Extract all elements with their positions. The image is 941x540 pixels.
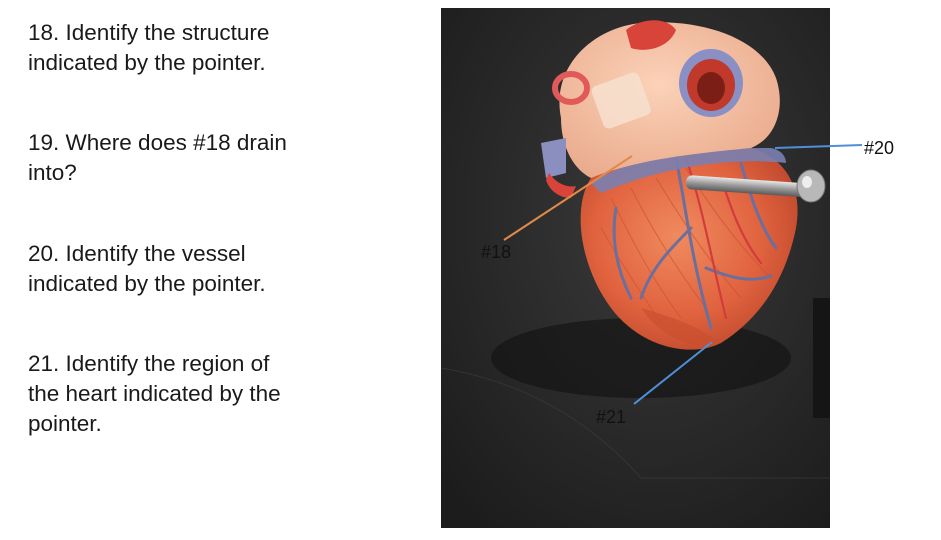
question-19-line-1: 19. Where does #18 drain bbox=[28, 130, 287, 155]
metal-pointer-rod bbox=[685, 169, 826, 203]
question-21-line-3: pointer. bbox=[28, 411, 102, 436]
question-19: 19. Where does #18 drain into? bbox=[28, 128, 348, 188]
coronary-sinus-band bbox=[591, 148, 786, 193]
question-19-line-2: into? bbox=[28, 160, 77, 185]
heart-model-photo bbox=[441, 8, 830, 528]
label-21: #21 bbox=[596, 407, 627, 427]
question-18: 18. Identify the structure indicated by … bbox=[28, 18, 348, 78]
question-20-line-1: 20. Identify the vessel bbox=[28, 241, 246, 266]
question-20: 20. Identify the vessel indicated by the… bbox=[28, 239, 348, 299]
question-21-line-2: the heart indicated by the bbox=[28, 381, 281, 406]
question-18-line-1: 18. Identify the structure bbox=[28, 20, 270, 45]
label-20: #20 bbox=[864, 138, 895, 158]
question-20-line-2: indicated by the pointer. bbox=[28, 271, 266, 296]
question-21: 21. Identify the region of the heart ind… bbox=[28, 349, 348, 439]
question-18-line-2: indicated by the pointer. bbox=[28, 50, 266, 75]
label-18: #18 bbox=[481, 242, 512, 262]
question-21-line-1: 21. Identify the region of bbox=[28, 351, 270, 376]
